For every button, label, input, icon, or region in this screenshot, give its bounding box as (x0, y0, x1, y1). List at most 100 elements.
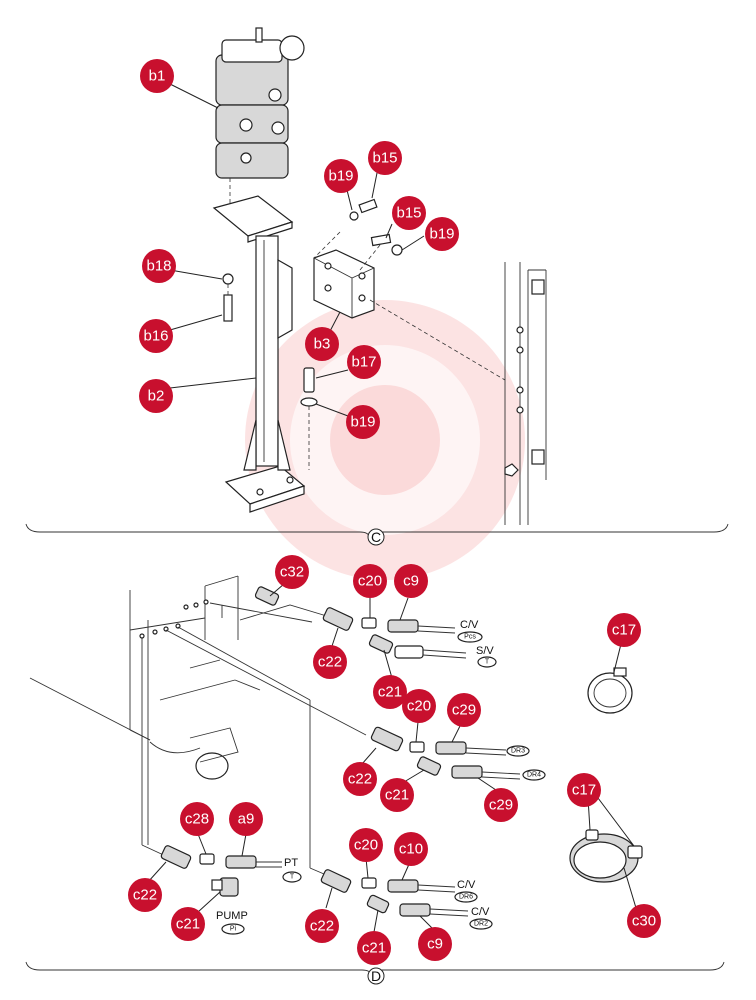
svg-text:c9: c9 (403, 573, 419, 590)
svg-text:c29: c29 (489, 797, 513, 814)
callout-c22-mid: c22 (343, 762, 377, 796)
callout-b2: b2 (139, 379, 173, 413)
hose-clamp-small (587, 667, 633, 714)
callout-c22-pump: c22 (128, 878, 162, 912)
svg-text:c17: c17 (612, 622, 636, 639)
label-cv-2: C/V (457, 879, 476, 891)
callout-c20-bottom: c20 (349, 828, 383, 862)
fitting-cluster-top (322, 607, 467, 659)
callout-c29-bottom: c29 (484, 788, 518, 822)
callout-c9-top: c9 (394, 564, 428, 598)
tag-dr3: DR3 (511, 748, 525, 755)
callout-c21-bottom: c21 (357, 931, 391, 965)
svg-text:b17: b17 (351, 354, 376, 371)
label-cv-3: C/V (471, 906, 490, 918)
svg-text:b15: b15 (372, 150, 397, 167)
svg-text:b2: b2 (148, 388, 165, 405)
callout-c9-bottom: c9 (418, 927, 452, 961)
svg-text:c10: c10 (399, 841, 423, 858)
callout-b17: b17 (347, 345, 381, 379)
callout-c20-top: c20 (353, 564, 387, 598)
svg-text:c28: c28 (185, 811, 209, 828)
svg-text:c20: c20 (407, 698, 431, 715)
hose-routing (141, 602, 367, 875)
label-sv: S/V (476, 645, 494, 657)
leaders-d (147, 583, 637, 933)
machine-body (29, 575, 341, 845)
fitting-c32 (254, 586, 280, 606)
svg-text:c29: c29 (452, 702, 476, 719)
port-tags (221, 631, 546, 935)
callout-c20-mid: c20 (402, 689, 436, 723)
svg-text:b16: b16 (143, 328, 168, 345)
leaders-c (169, 83, 425, 417)
section-bracket-d (25, 961, 725, 985)
tag-t-2: T (290, 874, 295, 881)
stand-column (212, 195, 306, 513)
callout-c17-bottom: c17 (567, 773, 601, 807)
callout-b16: b16 (139, 319, 173, 353)
svg-text:b18: b18 (146, 258, 171, 275)
callout-b19-mid: b19 (425, 217, 459, 251)
svg-text:c22: c22 (133, 887, 157, 904)
machine-frame (504, 262, 547, 525)
tag-dr4: DR4 (527, 772, 541, 779)
callout-c21-pump: c21 (171, 907, 205, 941)
callout-b3: b3 (305, 327, 339, 361)
callout-c28: c28 (180, 802, 214, 836)
label-cv-1: C/V (460, 619, 479, 631)
callout-c22-top: c22 (313, 645, 347, 679)
callout-b1: b1 (140, 59, 174, 93)
svg-text:c9: c9 (427, 936, 443, 953)
svg-text:b3: b3 (314, 336, 331, 353)
section-bracket-c (25, 523, 729, 546)
svg-text:c30: c30 (632, 913, 656, 930)
tag-dr6: DR6 (459, 894, 473, 901)
section-label-d: D (371, 968, 381, 984)
callout-c21-mid: c21 (380, 778, 414, 812)
callout-a9: a9 (229, 802, 263, 836)
svg-text:c17: c17 (572, 782, 596, 799)
callout-b18: b18 (142, 249, 176, 283)
callout-c32: c32 (275, 555, 309, 589)
svg-text:c21: c21 (385, 787, 409, 804)
fitting-cluster-bottom (320, 869, 469, 917)
svg-text:c20: c20 (358, 573, 382, 590)
svg-text:c21: c21 (362, 940, 386, 957)
callout-b15-mid: b15 (392, 196, 426, 230)
callout-c17-top: c17 (607, 613, 641, 647)
svg-text:c22: c22 (318, 654, 342, 671)
svg-text:a9: a9 (238, 811, 255, 828)
tag-dr2: DR2 (474, 921, 488, 928)
label-pt: PT (284, 857, 298, 869)
label-pump: PUMP (216, 910, 248, 922)
svg-text:c32: c32 (280, 564, 304, 581)
tag-t-1: T (485, 659, 490, 666)
callout-c21-top: c21 (373, 675, 407, 709)
svg-text:c21: c21 (176, 916, 200, 933)
fasteners-c (222, 198, 506, 470)
watermark-gear-logo (245, 300, 525, 580)
callout-b19-top: b19 (324, 159, 358, 193)
svg-text:b1: b1 (149, 68, 166, 85)
svg-text:c22: c22 (348, 771, 372, 788)
section-label-c: C (371, 529, 381, 545)
tag-pi: Pi (230, 926, 237, 933)
tag-pcs: Pcs (464, 634, 476, 641)
callout-c30: c30 (627, 904, 661, 938)
hose-clamp-large (569, 829, 643, 883)
svg-text:c20: c20 (354, 837, 378, 854)
callout-c22-bottom: c22 (305, 909, 339, 943)
svg-text:c22: c22 (310, 918, 334, 935)
svg-text:b19: b19 (429, 226, 454, 243)
mounting-bracket (313, 249, 375, 319)
svg-text:b15: b15 (396, 205, 421, 222)
svg-text:b19: b19 (350, 414, 375, 431)
callout-c29-top: c29 (447, 693, 481, 727)
fitting-cluster-pump (160, 845, 282, 897)
svg-text:b19: b19 (328, 168, 353, 185)
svg-text:c21: c21 (378, 684, 402, 701)
callout-b15-top: b15 (368, 141, 402, 175)
motor-unit (215, 27, 305, 205)
